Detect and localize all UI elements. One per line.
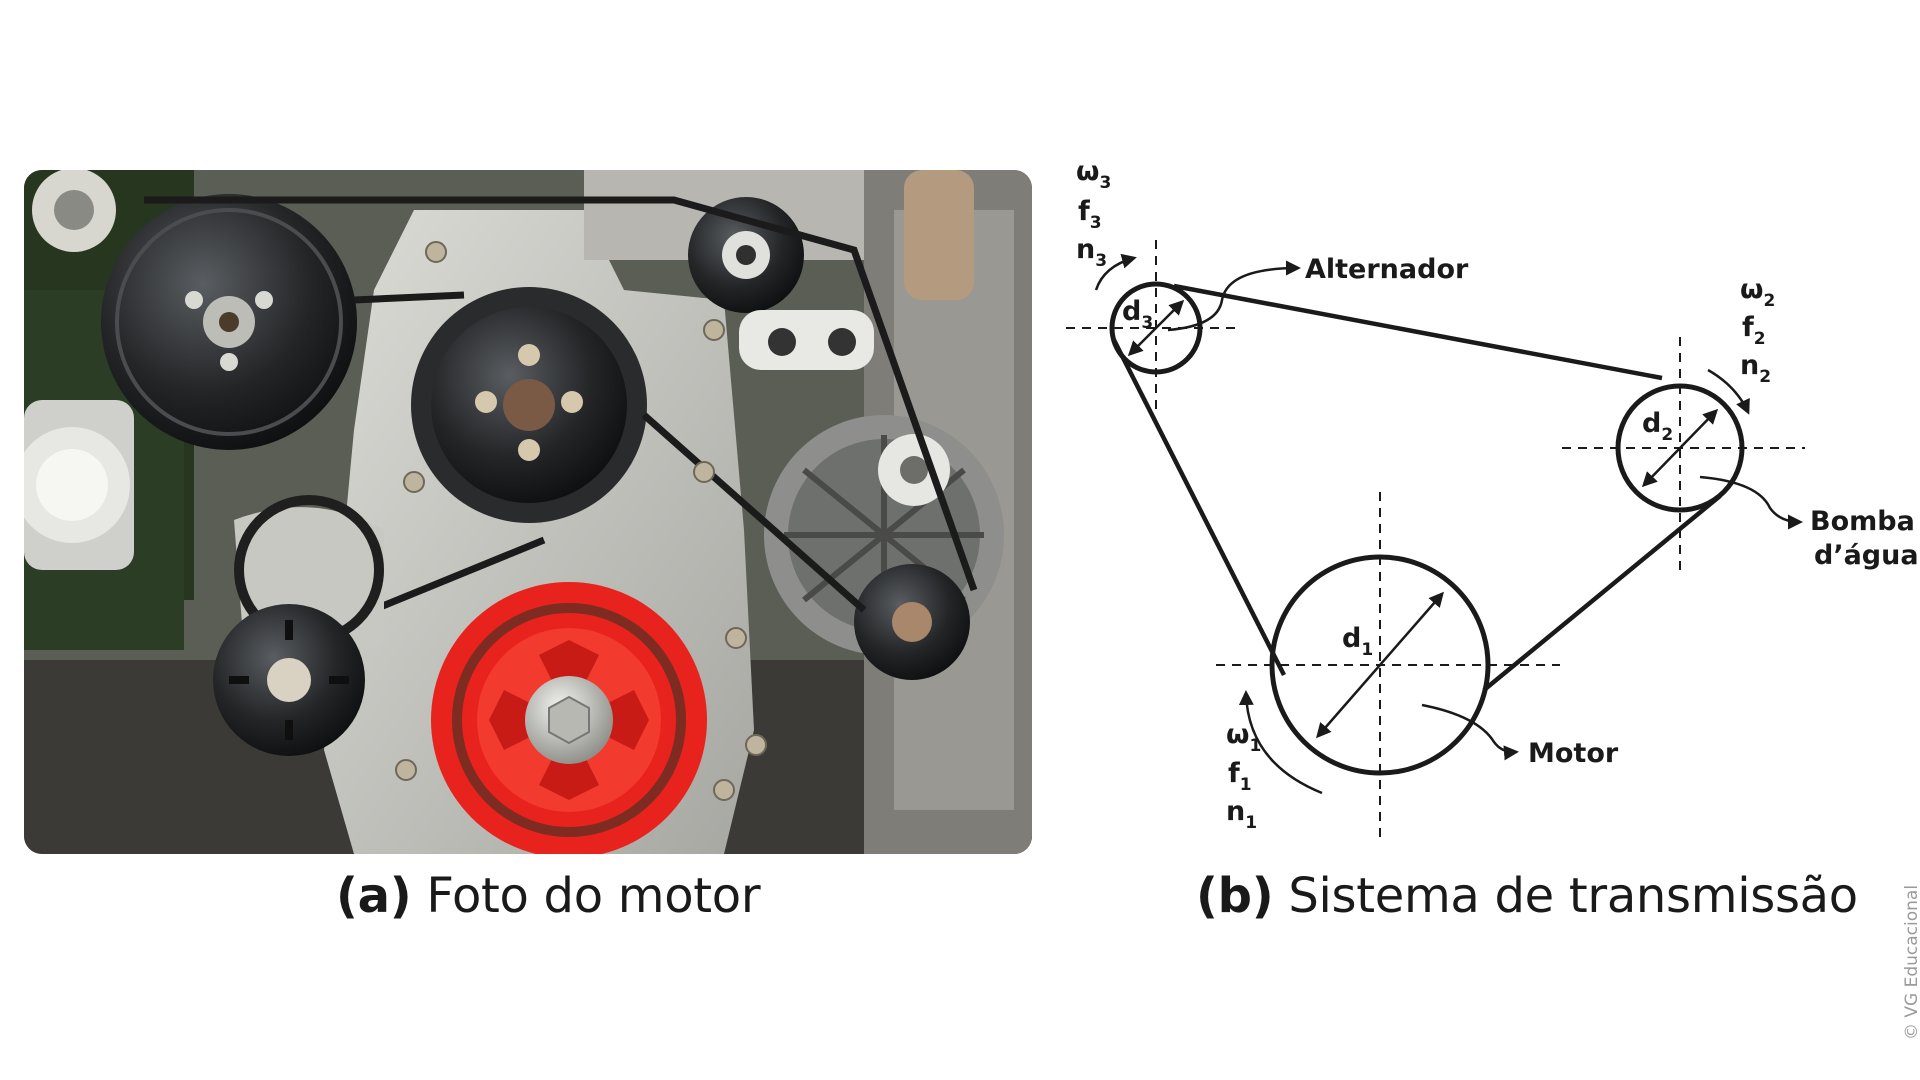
n1-label: n1 xyxy=(1226,796,1257,833)
n3-label: n3 xyxy=(1076,234,1107,271)
engine-photo xyxy=(24,170,1032,854)
d2-label: d2 xyxy=(1642,408,1673,445)
water-pump-label-line2: d’água xyxy=(1814,540,1919,571)
d1-label: d1 xyxy=(1342,623,1373,660)
belt-diagram-svg: Alternador Motor Bomba d’água d1 d2 d3 ω… xyxy=(1066,156,1919,842)
f3-label: f3 xyxy=(1078,196,1102,233)
copyright-credit: © VG Educacional xyxy=(1902,884,1920,1040)
transmission-diagram: Alternador Motor Bomba d’água d1 d2 d3 ω… xyxy=(1050,140,1920,880)
diagram-caption-text: Sistema de transmissão xyxy=(1288,868,1858,924)
alternator-label: Alternador xyxy=(1305,254,1469,285)
f2-label: f2 xyxy=(1742,312,1766,349)
belt-right-segment xyxy=(1482,494,1722,692)
water-pump-label-line1: Bomba xyxy=(1810,506,1915,537)
omega2-label: ω2 xyxy=(1740,274,1775,311)
motor-label: Motor xyxy=(1528,738,1619,769)
engine-illustration xyxy=(24,170,1032,854)
omega3-label: ω3 xyxy=(1076,156,1111,193)
d3-label: d3 xyxy=(1122,296,1153,333)
belt-top-segment xyxy=(1173,283,1663,381)
photo-caption-letter: (a) xyxy=(336,868,412,924)
n2-label: n2 xyxy=(1740,350,1771,387)
f1-label: f1 xyxy=(1228,758,1252,795)
photo-caption: (a) Foto do motor xyxy=(336,868,761,924)
diagram-caption: (b) Sistema de transmissão xyxy=(1196,868,1858,924)
belt-left-segment xyxy=(1111,338,1287,677)
diagram-caption-letter: (b) xyxy=(1196,868,1274,924)
photo-caption-text: Foto do motor xyxy=(426,868,761,924)
omega1-label: ω1 xyxy=(1226,719,1261,756)
